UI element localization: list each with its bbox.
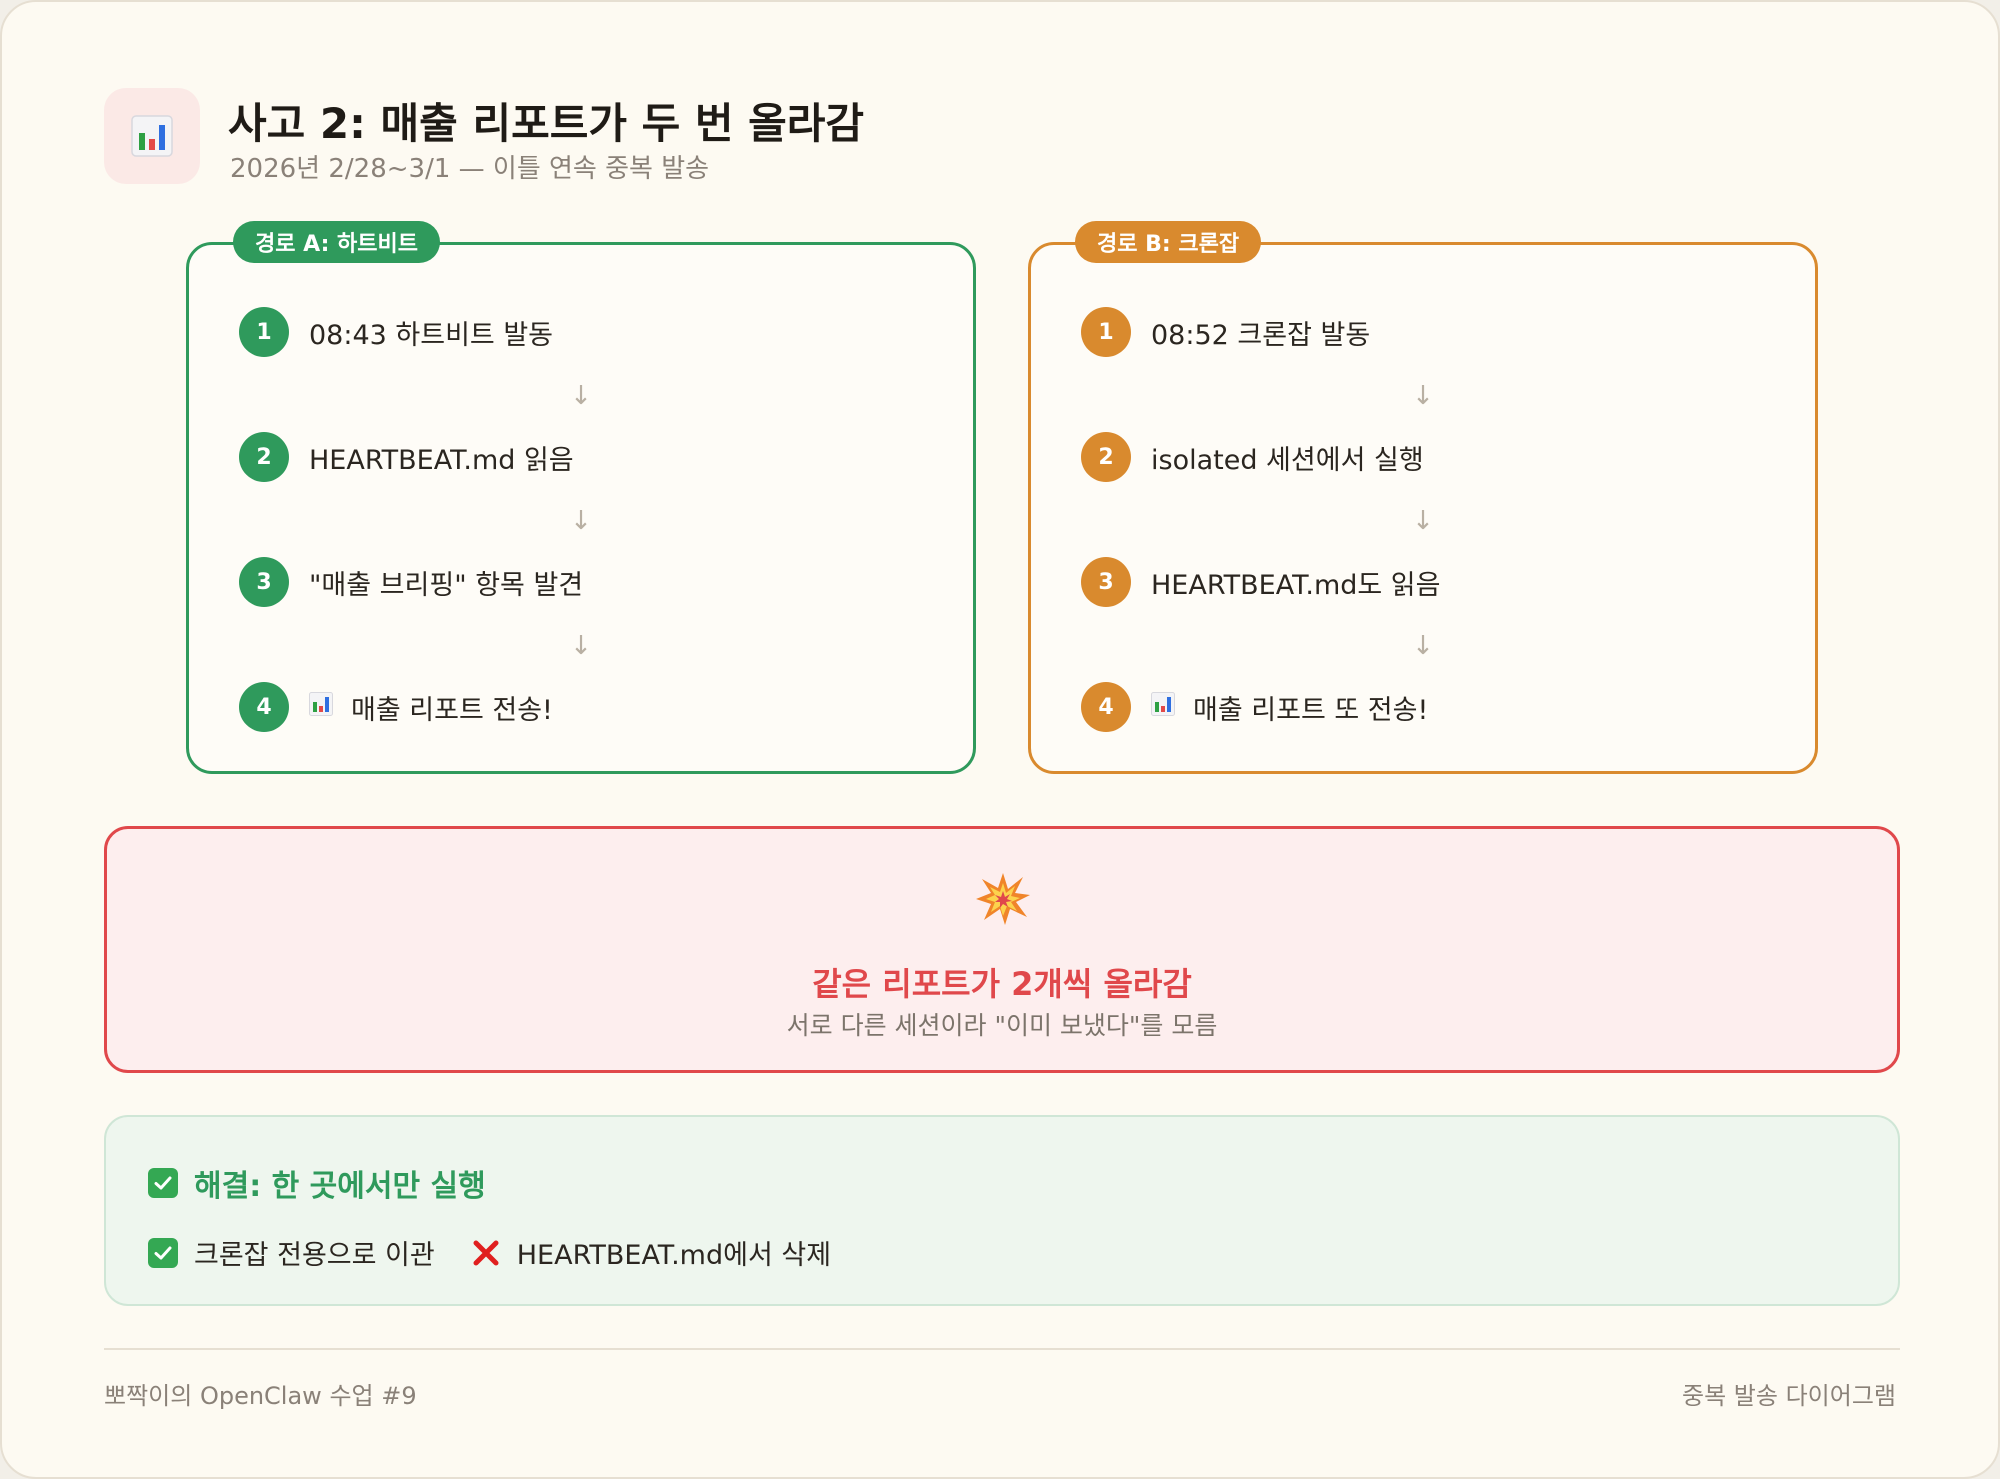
path-a-box: 경로 A: 하트비트 1 08:43 하트비트 발동 ↓ 2 HEARTBEAT…: [186, 221, 976, 774]
path-b-step-4: 4 매출 리포트 또 전송!: [1081, 682, 1428, 732]
check-icon: [148, 1168, 178, 1198]
step-number-badge: 4: [1081, 682, 1131, 732]
footer-divider: [104, 1348, 1900, 1350]
page-subtitle: 2026년 2/28~3/1 — 이틀 연속 중복 발송: [230, 154, 710, 184]
solution-item-delete: HEARTBEAT.md에서 삭제: [516, 1240, 832, 1271]
step-number-badge: 3: [1081, 557, 1131, 607]
collision-result-box: 같은 리포트가 2개씩 올라감 서로 다른 세션이라 "이미 보냈다"를 모름: [104, 826, 1900, 1073]
path-b-label: 경로 B: 크론잡: [1075, 221, 1262, 263]
bar-chart-icon: [104, 88, 200, 184]
step-number-badge: 1: [239, 307, 289, 357]
down-arrow-icon: ↓: [570, 631, 592, 661]
path-b-step-1: 1 08:52 크론잡 발동: [1081, 307, 1370, 357]
step-content: 매출 리포트 전송!: [309, 688, 553, 727]
footer-diagram-label: 중복 발송 다이어그램: [1682, 1382, 1896, 1410]
step-number-badge: 1: [1081, 307, 1131, 357]
solution-item-migrate: 크론잡 전용으로 이관: [194, 1240, 435, 1271]
cross-icon: [471, 1238, 501, 1268]
collision-icon: [975, 871, 1031, 927]
step-number-badge: 2: [239, 432, 289, 482]
solution-title: 해결: 한 곳에서만 실행: [194, 1169, 486, 1204]
solution-box: 해결: 한 곳에서만 실행 크론잡 전용으로 이관 HEARTBEAT.md에서…: [104, 1115, 1900, 1306]
step-content: 매출 리포트 또 전송!: [1151, 688, 1428, 727]
step-number-badge: 4: [239, 682, 289, 732]
down-arrow-icon: ↓: [1412, 381, 1434, 411]
solution-items: 크론잡 전용으로 이관 HEARTBEAT.md에서 삭제: [148, 1233, 831, 1272]
step-number-badge: 2: [1081, 432, 1131, 482]
step-text: 08:52 크론잡 발동: [1151, 319, 1371, 351]
step-text: HEARTBEAT.md도 읽음: [1151, 569, 1441, 601]
path-b-box: 경로 B: 크론잡 1 08:52 크론잡 발동 ↓ 2 isolated 세션…: [1028, 221, 1818, 774]
step-text: 매출 리포트 또 전송!: [1193, 694, 1429, 726]
step-text: isolated 세션에서 실행: [1151, 444, 1424, 476]
collision-title: 같은 리포트가 2개씩 올라감: [812, 965, 1192, 1003]
path-a-step-1: 1 08:43 하트비트 발동: [239, 307, 553, 357]
bar-chart-icon: [1151, 691, 1175, 723]
step-text: 08:43 하트비트 발동: [309, 319, 554, 351]
down-arrow-icon: ↓: [570, 381, 592, 411]
path-a-step-4: 4 매출 리포트 전송!: [239, 682, 553, 732]
path-b-step-2: 2 isolated 세션에서 실행: [1081, 432, 1424, 482]
down-arrow-icon: ↓: [1412, 506, 1434, 536]
down-arrow-icon: ↓: [570, 506, 592, 536]
down-arrow-icon: ↓: [1412, 631, 1434, 661]
solution-heading: 해결: 한 곳에서만 실행: [148, 1161, 486, 1205]
check-icon: [148, 1237, 178, 1268]
step-text: "매출 브리핑" 항목 발견: [309, 569, 584, 601]
path-b-step-3: 3 HEARTBEAT.md도 읽음: [1081, 557, 1441, 607]
path-a-step-2: 2 HEARTBEAT.md 읽음: [239, 432, 574, 482]
step-text: 매출 리포트 전송!: [351, 694, 553, 726]
path-a-step-3: 3 "매출 브리핑" 항목 발견: [239, 557, 583, 607]
path-a-label: 경로 A: 하트비트: [233, 221, 440, 263]
footer-course-label: 뽀짝이의 OpenClaw 수업 #9: [104, 1382, 417, 1410]
step-number-badge: 3: [239, 557, 289, 607]
collision-subtitle: 서로 다른 세션이라 "이미 보냈다"를 모름: [786, 1011, 1218, 1040]
bar-chart-icon: [309, 691, 333, 723]
step-text: HEARTBEAT.md 읽음: [309, 444, 574, 476]
page-title: 사고 2: 매출 리포트가 두 번 올라감: [228, 99, 865, 148]
